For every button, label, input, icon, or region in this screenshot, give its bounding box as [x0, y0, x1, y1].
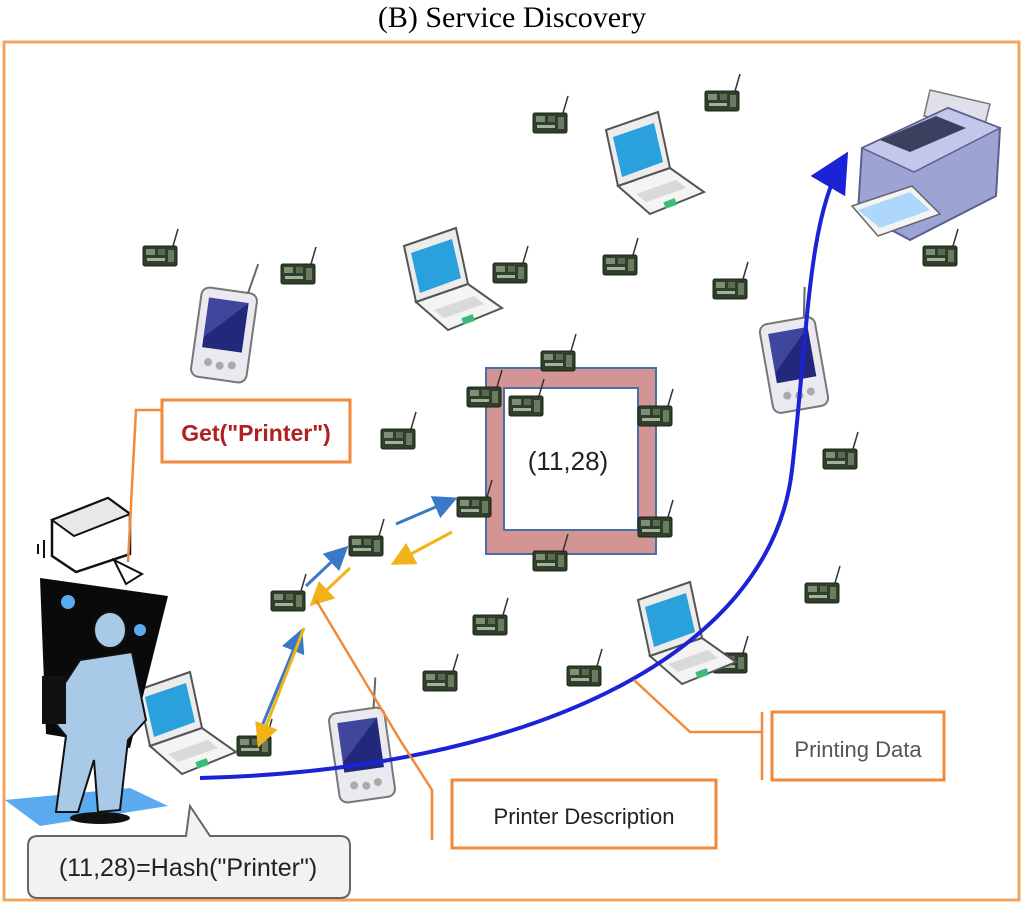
user-icon — [5, 578, 168, 826]
get-request-callout: Get("Printer") — [160, 398, 352, 464]
sensor-node-icon — [704, 73, 741, 112]
diagram-title: (B) Service Discovery — [377, 1, 647, 34]
sensor-node-icon — [492, 245, 529, 284]
printing-data-label: Printing Data — [794, 737, 922, 762]
sensor-node-icon — [142, 228, 179, 267]
laptop-icon — [403, 227, 503, 331]
sensor-node-icon — [566, 648, 603, 687]
sensor-node-icon — [280, 246, 317, 285]
diagram-frame — [2, 40, 1021, 902]
printer-description-callout: Printer Description — [450, 778, 718, 850]
printer-icon — [850, 89, 1002, 242]
sensor-node-icon — [804, 565, 841, 604]
printer-description-label: Printer Description — [494, 804, 675, 829]
reply-arrows — [255, 530, 453, 748]
hash-call-label: (11,28)=Hash("Printer") — [59, 854, 317, 882]
request-arrows — [260, 496, 458, 727]
sensor-node-icon — [472, 597, 509, 636]
sensor-node-icon — [270, 573, 307, 612]
printing-data-callout: Printing Data — [770, 710, 946, 782]
sensor-node-icon — [348, 518, 385, 557]
laptop-icon — [605, 111, 705, 215]
pda-icon — [189, 255, 264, 385]
sensor-node-icon — [422, 653, 459, 692]
sensor-node-icon — [712, 261, 749, 300]
sensor-node-icon — [540, 333, 577, 372]
get-request-label: Get("Printer") — [181, 420, 331, 446]
sensor-node-icon — [532, 95, 569, 134]
pda-icon — [322, 675, 397, 805]
sensor-node-icon — [922, 228, 959, 267]
small-printer-icon — [37, 496, 145, 586]
pda-icon — [752, 285, 831, 416]
laptop-icon — [137, 671, 237, 775]
sensor-node-icon — [602, 237, 639, 276]
callout-connectors — [126, 408, 764, 840]
print-route-arrow — [199, 151, 849, 780]
sensor-node-icon — [380, 411, 417, 450]
hash-call-bubble: (11,28)=Hash("Printer") — [27, 803, 351, 899]
sensor-node-icon — [822, 431, 859, 470]
hash-key-label: (11,28) — [528, 446, 608, 476]
